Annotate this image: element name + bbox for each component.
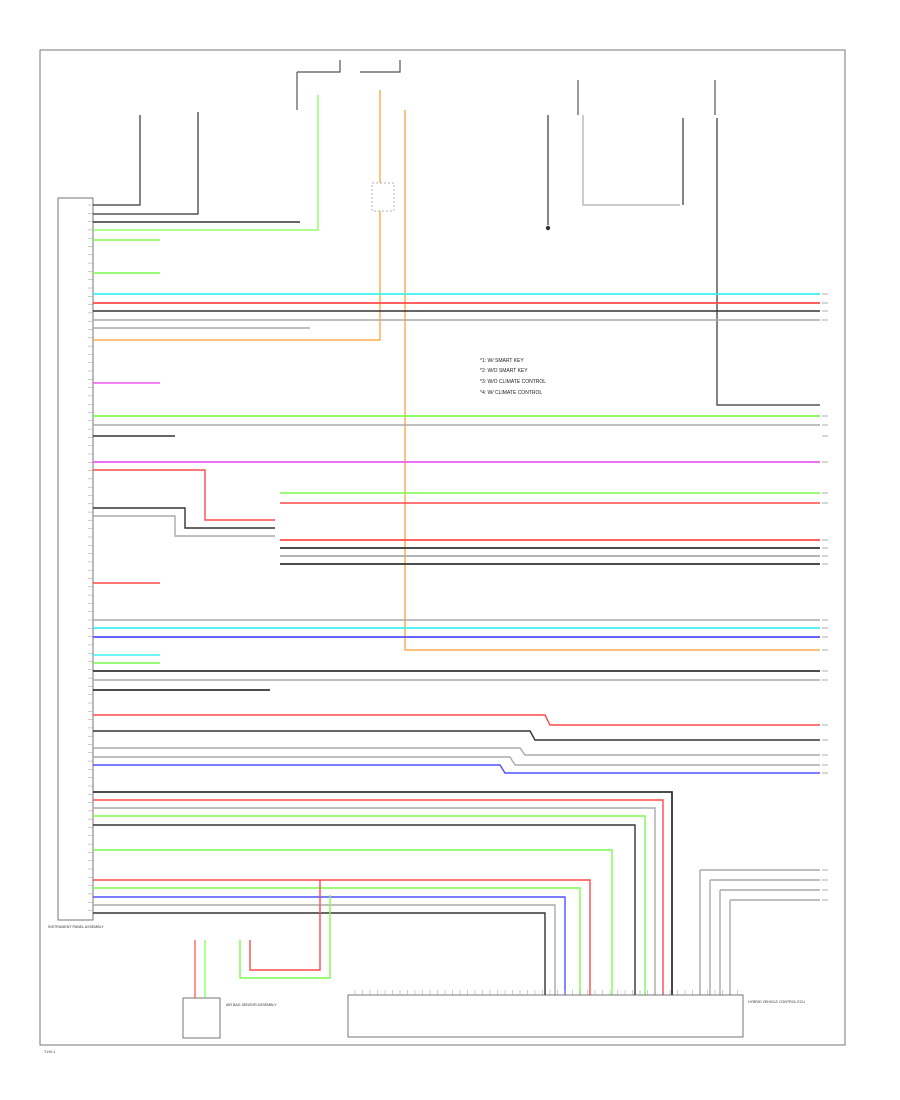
right-terminal-marks (822, 293, 828, 901)
instrument-panel-connector (57, 197, 94, 921)
footer-code: T-HV-1 (44, 1050, 55, 1054)
harness-wires (93, 221, 820, 774)
legend-line-1: *1: W/ SMART KEY (480, 358, 524, 364)
legend-line-4: *4: W/ CLIMATE CONTROL (480, 390, 542, 396)
legend: *1: W/ SMART KEY *2: W/O SMART KEY *3: W… (480, 358, 546, 396)
component-label: INSTRUMENT PANEL ASSEMBLY (48, 925, 104, 929)
hybrid-ecu-block (347, 994, 744, 1038)
legend-line-2: *2: W/O SMART KEY (480, 368, 528, 374)
air-bag-feed (194, 940, 206, 998)
hv-ecu-label: HYBRID VEHICLE CONTROL ECU (748, 1000, 805, 1004)
ecu-pin-marks (354, 990, 738, 995)
legend-line-3: *3: W/O CLIMATE CONTROL (480, 379, 546, 385)
ecu-bundle (93, 791, 820, 995)
fuse-block (371, 182, 395, 212)
diagram-frame (39, 49, 846, 1046)
top-feed-lines (93, 60, 820, 651)
air-bag-sensor-block (182, 997, 221, 1039)
air-bag-label: AIR BAG SENSOR ASSEMBLY (226, 1003, 277, 1007)
connector-pin-marks (88, 204, 93, 911)
ground-point-top (545, 225, 551, 231)
